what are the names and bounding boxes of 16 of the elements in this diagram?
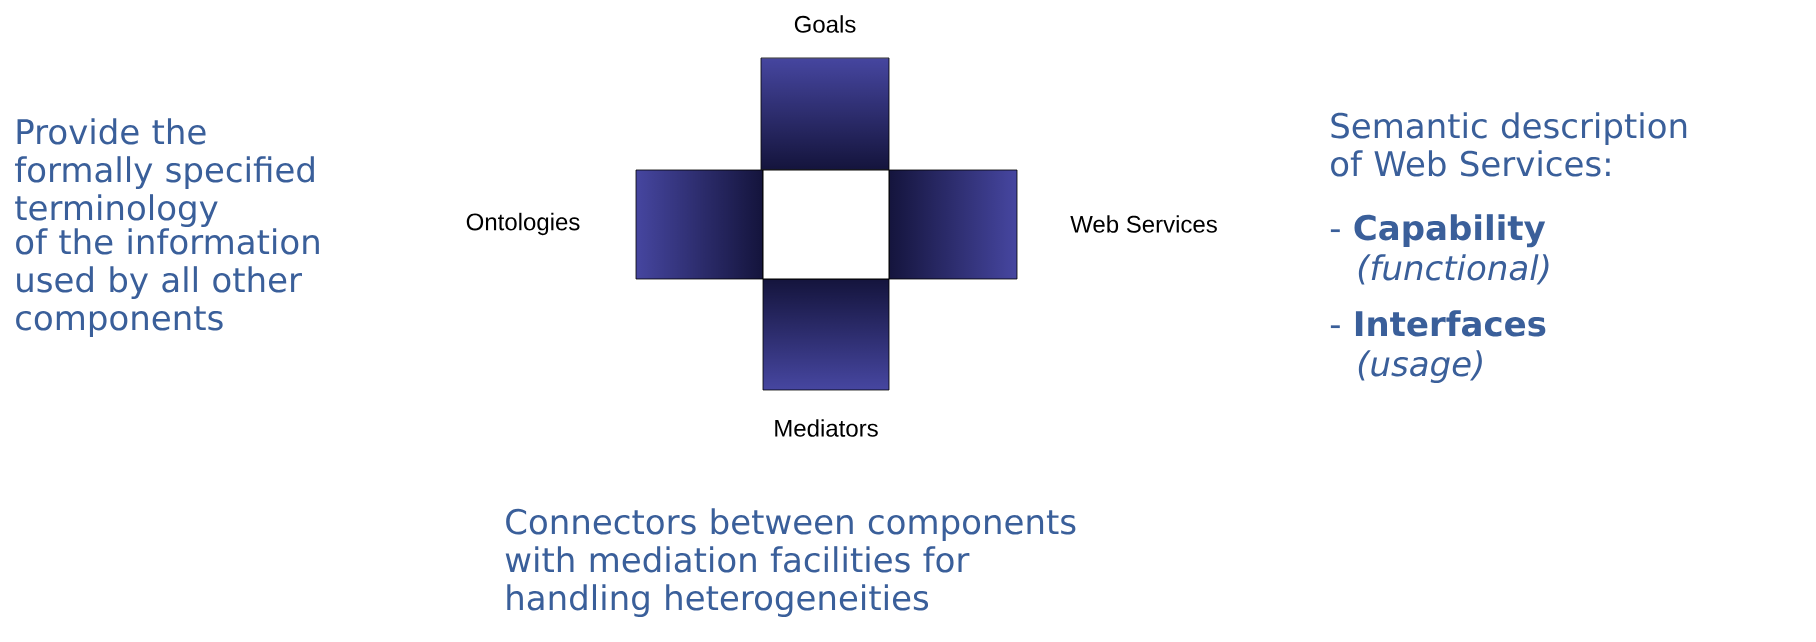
description-text: of the information used by all other components xyxy=(16,228,319,338)
square-block: Goals xyxy=(760,15,890,171)
description-text: - Capability xyxy=(1330,214,1546,248)
square-block: Mediators xyxy=(762,278,890,437)
node-label: Ontologies xyxy=(466,212,580,236)
square-block: Web Services xyxy=(888,169,1217,280)
description-text: Semantic description of Web Services: xyxy=(1331,112,1687,177)
node-label: Web Services xyxy=(1070,215,1217,233)
square-block: Ontologies xyxy=(466,169,764,280)
description-text: - Interfaces xyxy=(1330,310,1546,337)
center-square xyxy=(762,169,890,280)
node-label: Mediators xyxy=(775,419,878,437)
description-text: (functional) xyxy=(1358,254,1549,285)
node-label: Goals xyxy=(794,15,856,33)
description-text: Connectors between components with mediation facilities for handling heterogeneities xyxy=(505,508,1076,618)
description-text: (usage) xyxy=(1358,350,1482,384)
